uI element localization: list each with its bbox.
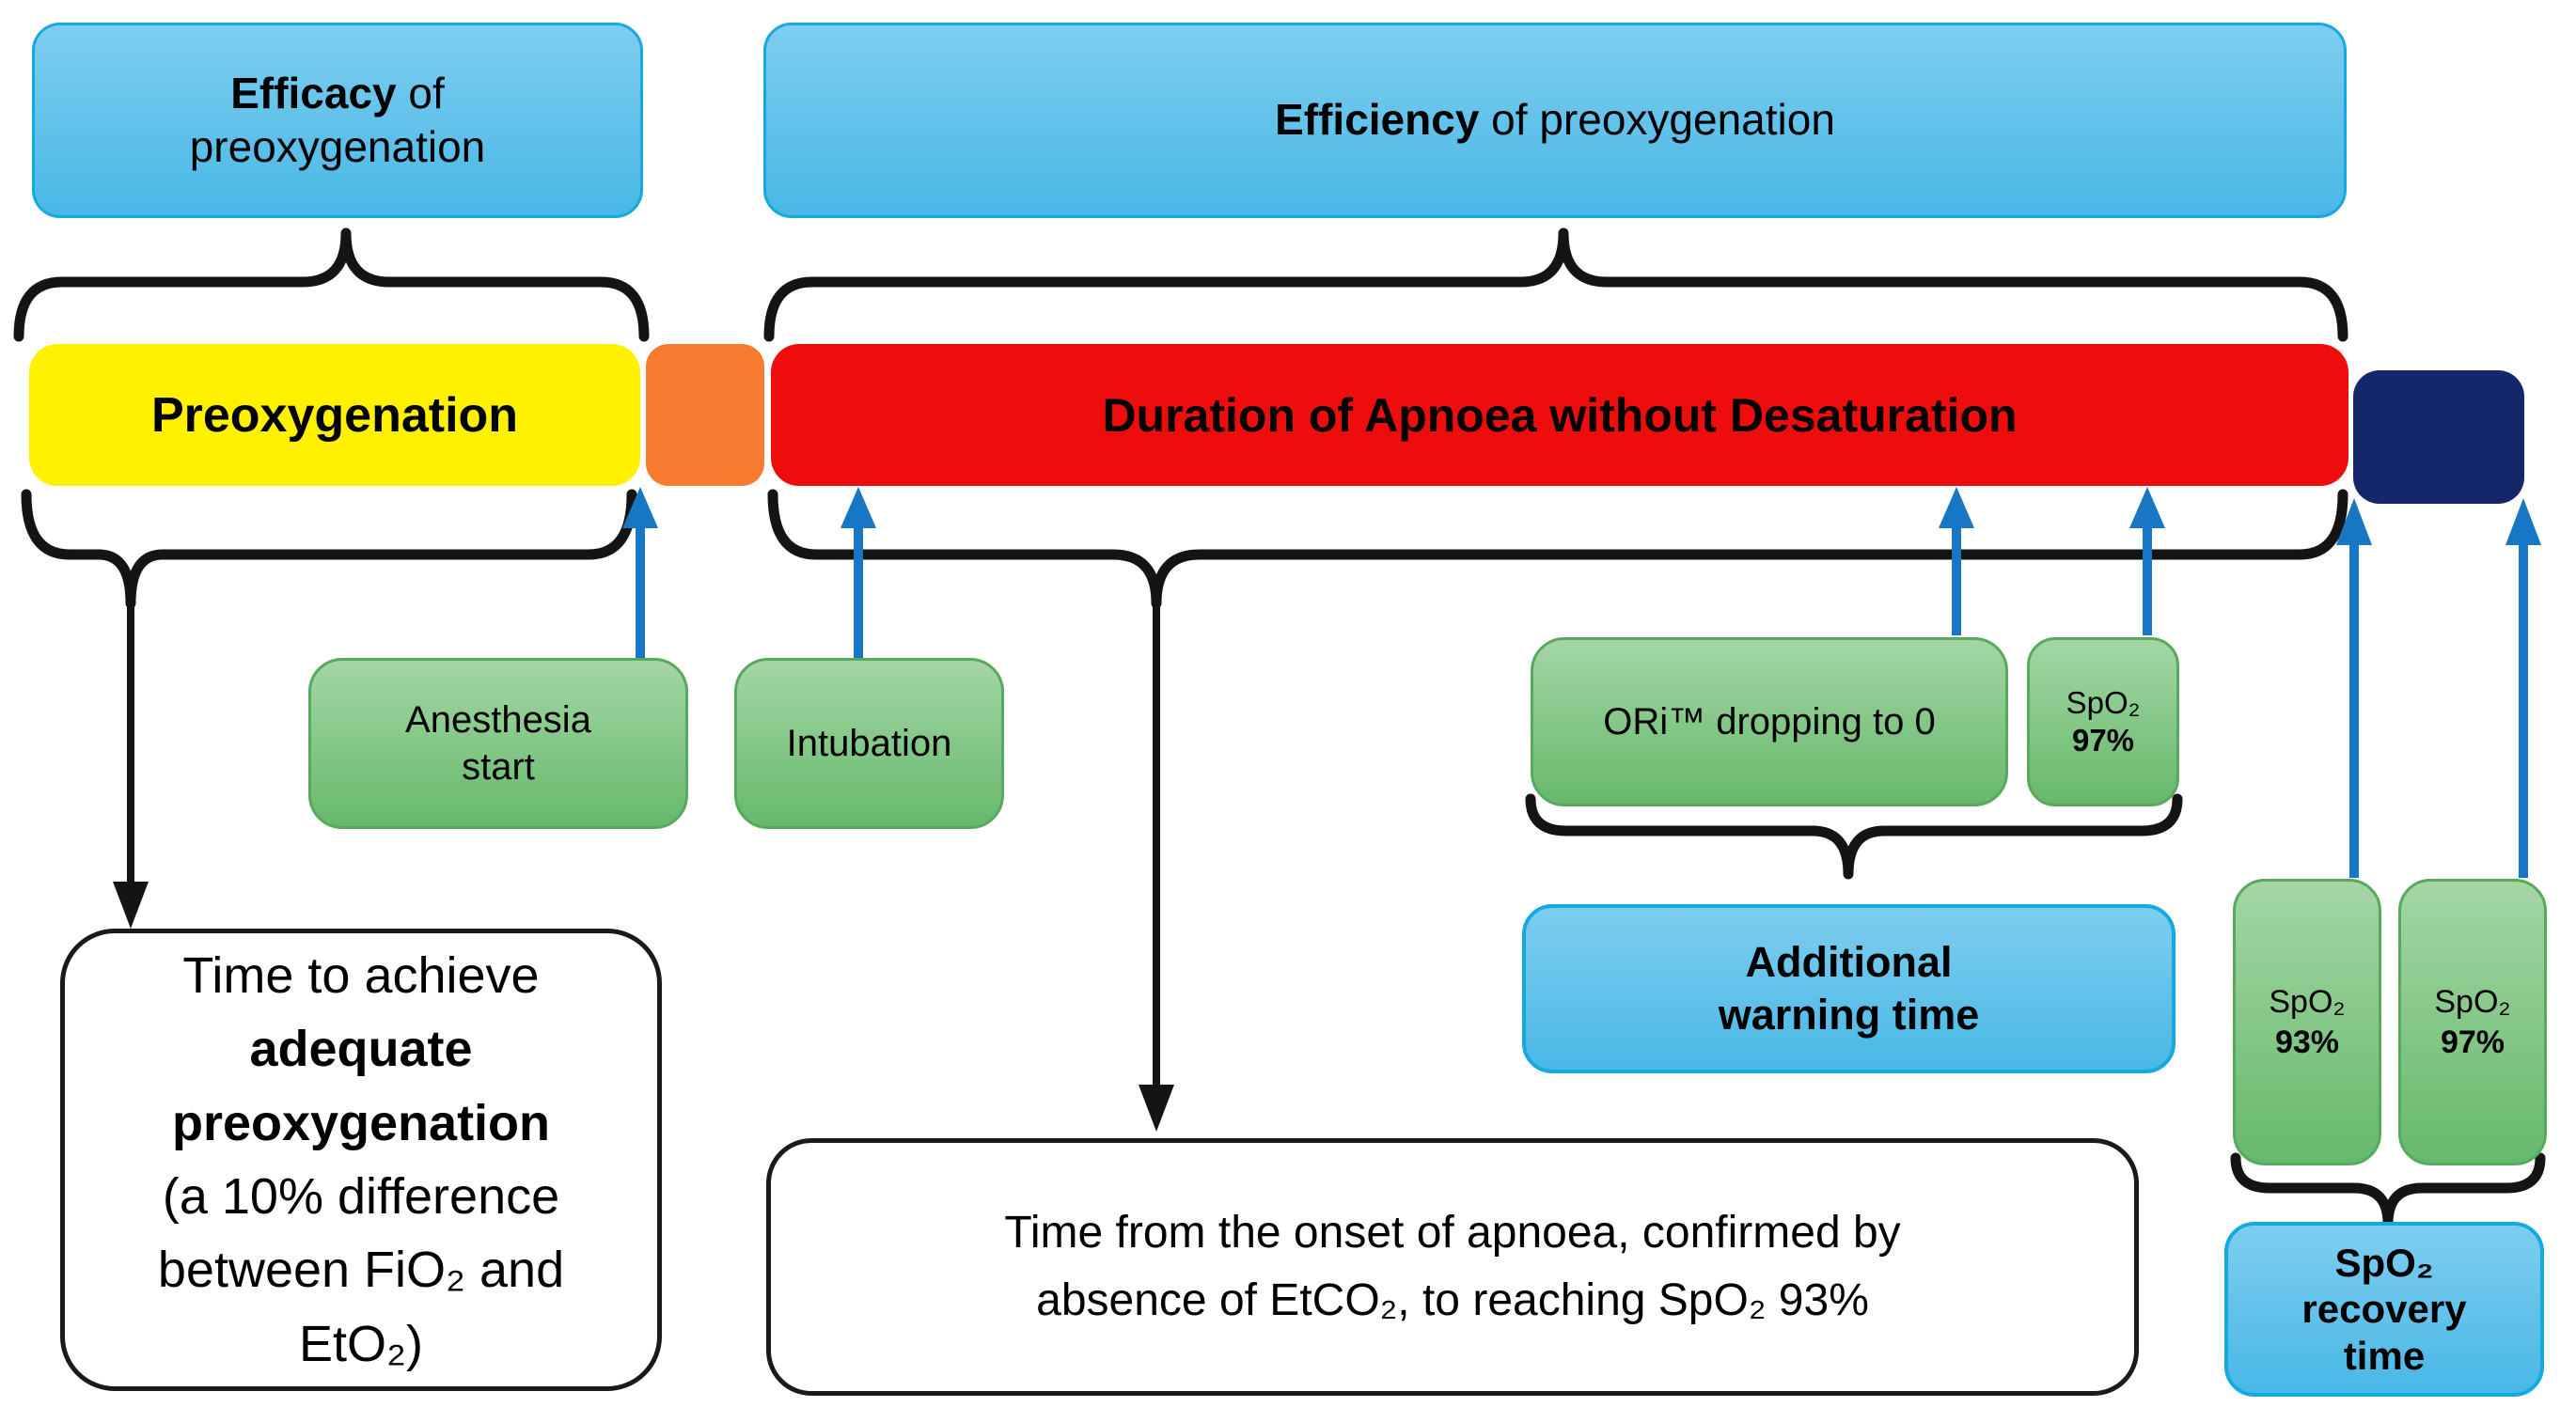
arrow-intubation: [840, 487, 876, 658]
recovery-line1: SpO₂: [2334, 1240, 2434, 1285]
spo2-97-right-box: SpO₂ 97%: [2398, 879, 2547, 1165]
outcome-apnoea-time-box: Time from the onset of apnoea, confirmed…: [766, 1138, 2139, 1396]
anesthesia-line2: start: [462, 746, 535, 788]
outcome-left-l3: preoxygenation: [171, 1094, 551, 1151]
desaturation-recovery-bar: [2353, 370, 2524, 504]
efficiency-line: Efficiency of preoxygenation: [1275, 95, 1835, 145]
spo2-97-mid-value: 97%: [2071, 723, 2135, 758]
anesthesia-start-box: Anesthesia start: [308, 658, 688, 829]
additional-warning-time-box: Additional warning time: [1522, 904, 2175, 1073]
warning-line2: warning time: [1718, 991, 1980, 1039]
spo2-93-value: 93%: [2274, 1024, 2340, 1060]
ori-label: ORi™ dropping to 0: [1603, 701, 1936, 743]
spo2-97-mid-symbol: SpO₂: [2066, 685, 2141, 721]
ori-dropping-box: ORi™ dropping to 0: [1531, 637, 2008, 806]
efficacy-line1: Efficacy of: [230, 68, 445, 117]
intubation-box: Intubation: [734, 658, 1004, 829]
spo2-97-mid-box: SpO₂ 97%: [2027, 637, 2179, 806]
outcome-left-l6: EtO₂): [299, 1315, 423, 1372]
spo2-93-box: SpO₂ 93%: [2233, 879, 2381, 1165]
spo2-97-right-symbol: SpO₂: [2434, 984, 2511, 1020]
outcome-center-l2: absence of EtCO₂, to reaching SpO₂ 93%: [1036, 1275, 1869, 1325]
outcome-left-l4: (a 10% difference: [162, 1168, 560, 1225]
induction-gap-bar: [646, 344, 764, 486]
brace-warning-time: [1525, 793, 2183, 880]
arrow-anesthesia-start: [622, 487, 658, 658]
arrow-to-outcome-center: [1139, 602, 1174, 1132]
recovery-line2: recovery: [2301, 1287, 2467, 1332]
brace-recovery-time: [2230, 1152, 2546, 1229]
arrow-spo2-97-right: [2505, 498, 2541, 878]
arrow-ori: [1939, 487, 1974, 635]
outcome-center-l1: Time from the onset of apnoea, confirmed…: [1004, 1208, 1901, 1258]
warning-line1: Additional: [1745, 937, 1953, 986]
arrow-spo2-93: [2336, 498, 2372, 878]
brace-efficiency: [763, 227, 2348, 342]
efficacy-label-box: Efficacy of preoxygenation: [32, 23, 643, 218]
efficiency-label-box: Efficiency of preoxygenation: [763, 23, 2347, 218]
spo2-recovery-time-box: SpO₂ recovery time: [2224, 1222, 2544, 1397]
apnoea-bar: Duration of Apnoea without Desaturation: [771, 344, 2348, 486]
anesthesia-line1: Anesthesia: [405, 699, 591, 741]
efficacy-line2: preoxygenation: [189, 122, 486, 171]
spo2-97-right-value: 97%: [2440, 1024, 2505, 1060]
arrow-to-outcome-left: [113, 602, 149, 929]
apnoea-bar-label: Duration of Apnoea without Desaturation: [1102, 388, 2018, 442]
arrow-spo2-97-mid: [2129, 487, 2165, 635]
preoxygenation-bar-label: Preoxygenation: [150, 387, 519, 443]
brace-under-apnoea: [767, 489, 2348, 609]
preoxygenation-bar: Preoxygenation: [29, 344, 640, 486]
outcome-left-l1: Time to achieve: [182, 947, 540, 1005]
recovery-line3: time: [2343, 1333, 2426, 1378]
outcome-adequate-preoxygenation-box: Time to achieve adequate preoxygenation …: [60, 929, 662, 1391]
outcome-left-l2: adequate: [249, 1021, 473, 1078]
brace-under-preoxygenation: [21, 489, 637, 609]
brace-efficacy: [13, 227, 650, 342]
spo2-93-symbol: SpO₂: [2269, 984, 2346, 1020]
intubation-label: Intubation: [786, 723, 952, 764]
outcome-left-l5: between FiO₂ and: [157, 1242, 565, 1299]
